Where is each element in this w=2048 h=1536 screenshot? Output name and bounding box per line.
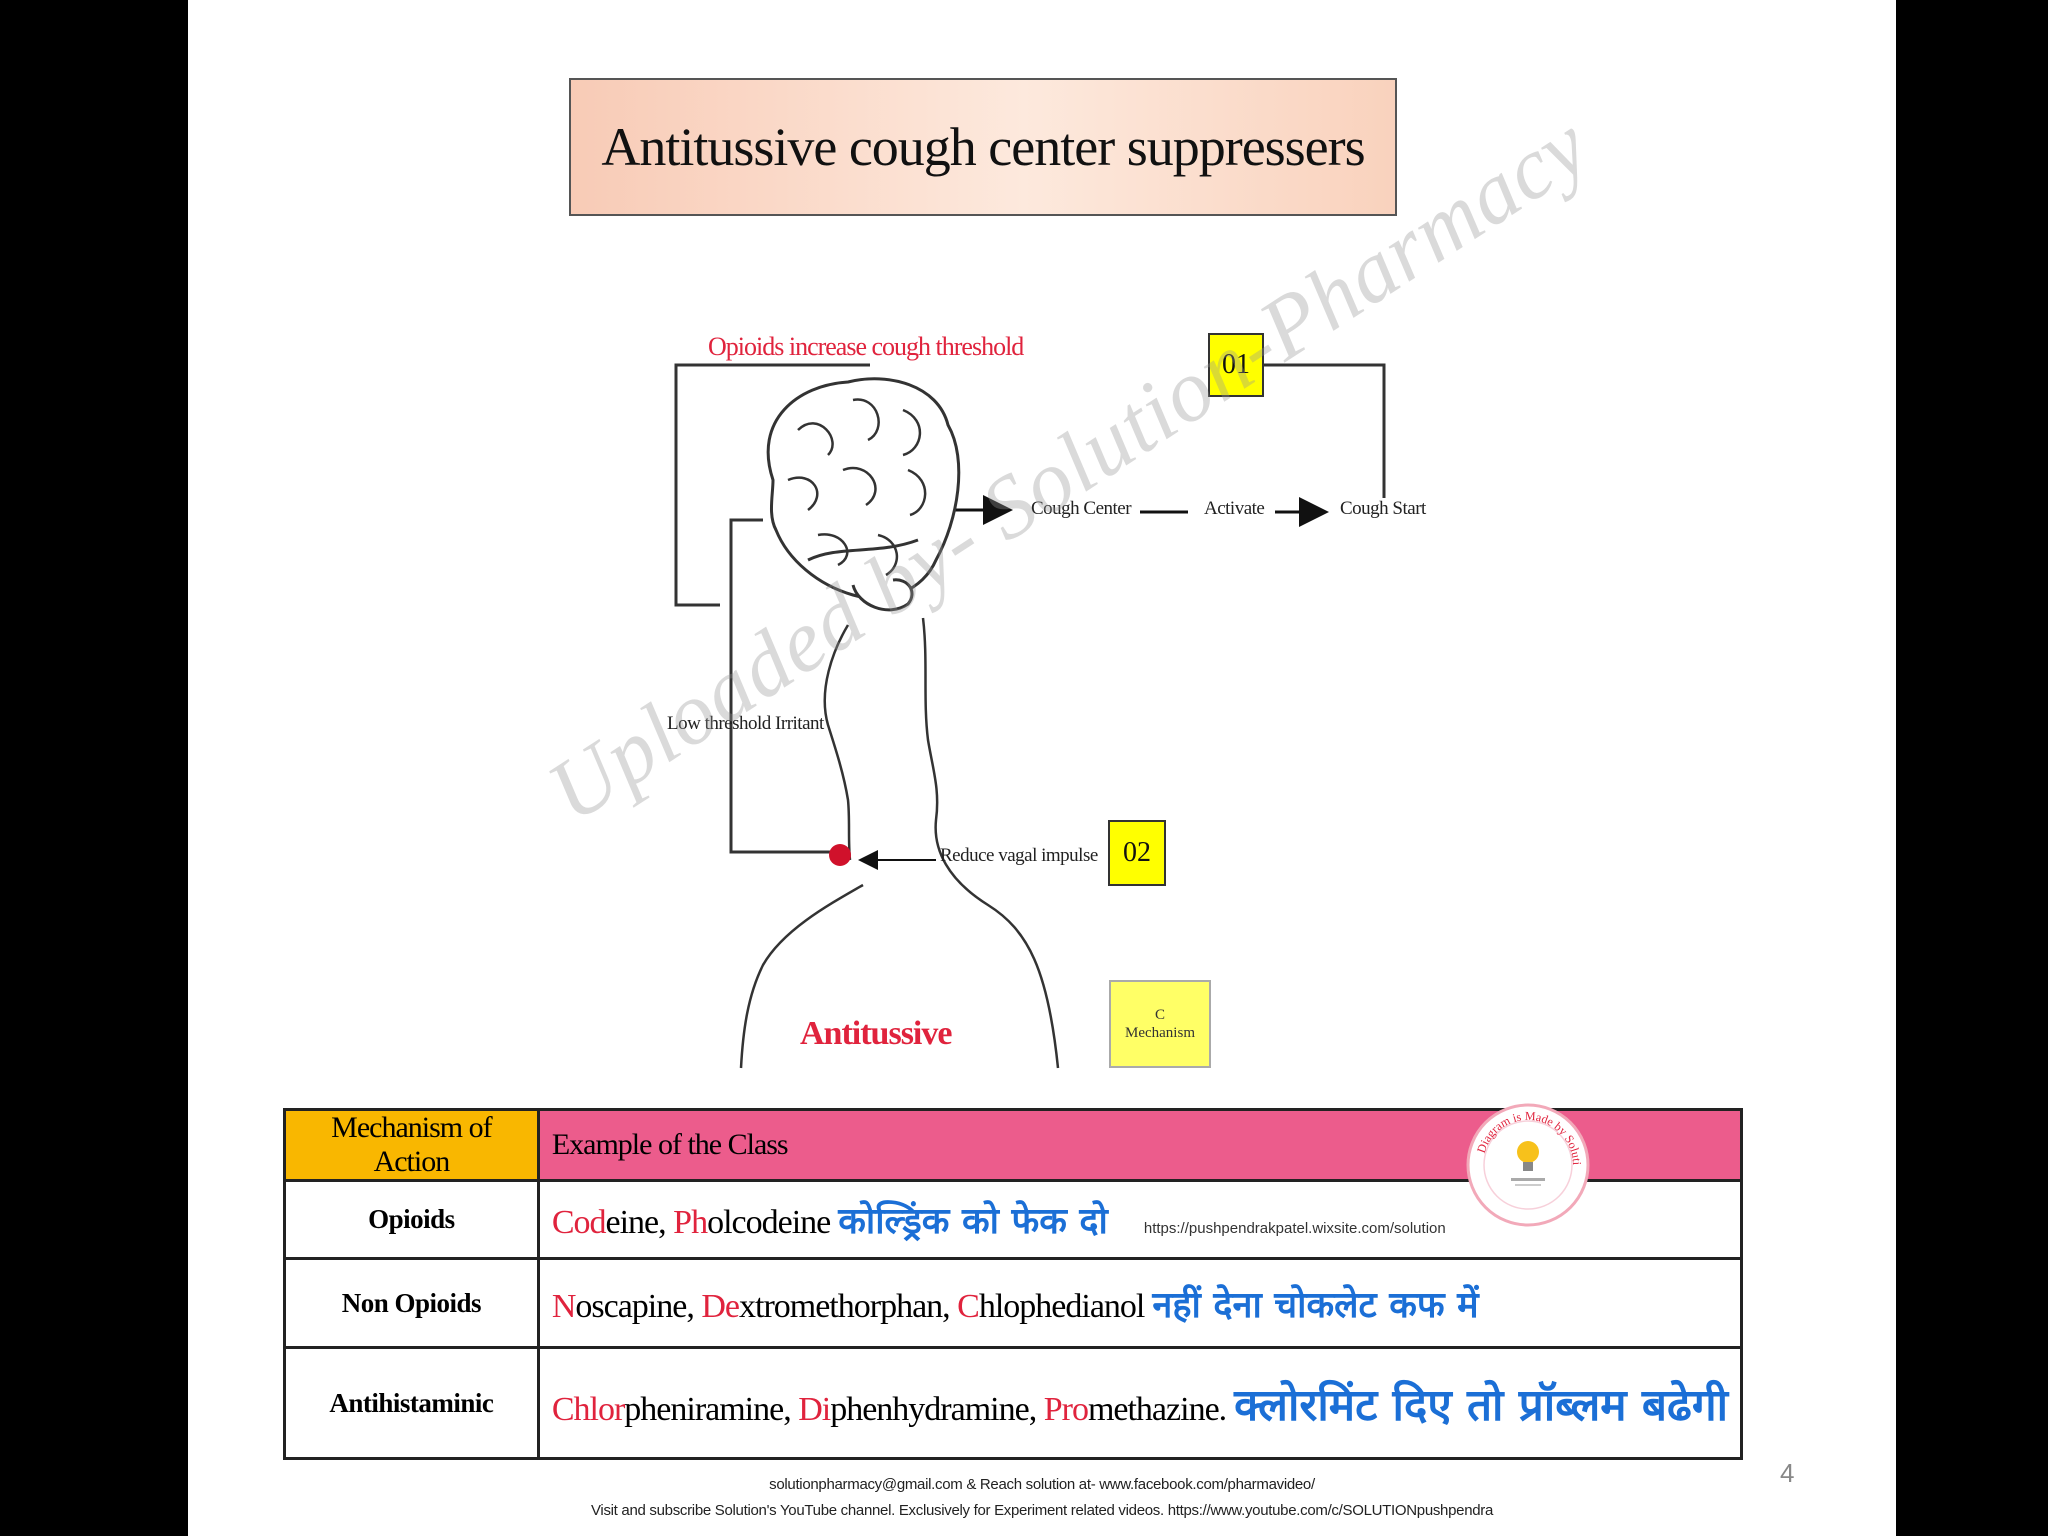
hindi-mnemonic: कोल्ड्रिंक को फेक दो (838, 1201, 1108, 1242)
antitussive-label: Antitussive (800, 1015, 952, 1052)
slide-title: Antitussive cough center suppressers (601, 117, 1365, 177)
mechanism-box-line1: C (1154, 1007, 1165, 1023)
mechanism-box: C Mechanism (1109, 980, 1211, 1068)
number-box-01: 01 (1208, 333, 1264, 397)
mechanism-box-line2: Mechanism (1125, 1025, 1195, 1041)
drug-rest: xtromethorphan, (739, 1287, 958, 1325)
activate-label: Activate (1204, 498, 1265, 519)
page-number: 4 (1780, 1458, 1795, 1488)
drug-rest: methazine. (1087, 1391, 1227, 1428)
vagal-node-icon (829, 844, 851, 866)
example-cell: Chlorpheniramine, Diphenhydramine, Prome… (536, 1346, 1744, 1460)
opioids-threshold-label: Opioids increase cough threshold (708, 332, 1024, 361)
drug-rest: pheniramine, (624, 1391, 799, 1428)
right-bracket-line (1264, 363, 1386, 498)
lightbulb-icon (1517, 1141, 1539, 1171)
irritant-path-line (729, 518, 840, 854)
drug-highlight: C (957, 1287, 980, 1325)
drug-highlight: De (701, 1287, 740, 1325)
drug-rest: hlophedianol (978, 1287, 1146, 1325)
footer-line1: solutionpharmacy@gmail.com & Reach solut… (769, 1476, 1315, 1493)
class-cell: Antihistaminic (283, 1346, 540, 1460)
drug-highlight: Cod (551, 1204, 607, 1241)
drug-rest: oscapine, (575, 1287, 702, 1325)
drug-rest: olcodeine (707, 1204, 831, 1241)
drug-highlight: Pro (1043, 1391, 1089, 1428)
title-box: Antitussive cough center suppressers (569, 78, 1397, 216)
brain-icon (766, 377, 961, 612)
cough-center-label: Cough Center (1031, 498, 1132, 519)
drug-highlight: N (551, 1287, 577, 1325)
header-mechanism: Mechanism of Action (283, 1108, 540, 1182)
hindi-mnemonic: क्लोरमिंट दिए तो प्रॉब्लम बढेगी (1234, 1380, 1728, 1431)
left-bracket-line (674, 363, 870, 607)
drug-rest: eine, (605, 1204, 674, 1241)
class-cell: Non Opioids (283, 1257, 540, 1349)
table-header-row: Mechanism of Action Example of the Class (283, 1108, 1744, 1182)
drug-highlight: Ph (673, 1204, 708, 1241)
slide: Antitussive cough center suppressers (188, 0, 1896, 1536)
mechanism-table: Mechanism of Action Example of the Class… (283, 1108, 1744, 1460)
low-threshold-irritant-label: Low threshold Irritant (667, 713, 824, 734)
footer-line2: Visit and subscribe Solution's YouTube c… (590, 1502, 1494, 1519)
reduce-vagal-label: Reduce vagal impulse (940, 845, 1098, 866)
solution-pharmacy-logo: Diagram is Made by Solution-Pharmacy (1463, 1080, 1590, 1227)
table-row: Antihistaminic Chlorpheniramine, Diphenh… (283, 1346, 1744, 1460)
example-cell: Noscapine, Dextromethorphan, Chlophedian… (536, 1257, 1744, 1349)
class-cell: Opioids (283, 1179, 540, 1260)
drug-highlight: Di (798, 1391, 831, 1428)
diagram-lines (674, 363, 1386, 1069)
drug-highlight: Chlor (551, 1391, 625, 1428)
cough-start-label: Cough Start (1340, 498, 1426, 519)
website-url[interactable]: https://pushpendrakpatel.wixsite.com/sol… (1143, 1220, 1446, 1237)
number-box-02: 02 (1108, 820, 1166, 886)
body-outline (739, 617, 1060, 1069)
hindi-mnemonic: नहीं देना चोकलेट कफ में (1152, 1284, 1479, 1326)
table-row: Non Opioids Noscapine, Dextromethorphan,… (283, 1257, 1744, 1349)
drug-rest: phenhydramine, (830, 1391, 1044, 1428)
